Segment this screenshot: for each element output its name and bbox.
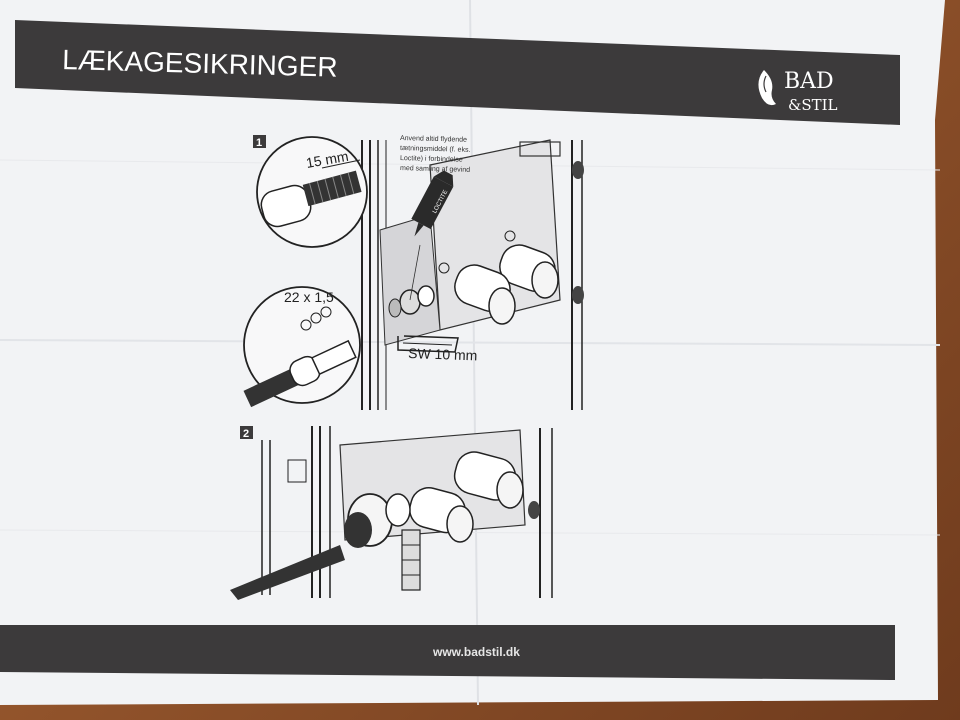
step-1-number: 1 — [256, 137, 262, 149]
step-2-badge — [240, 426, 253, 439]
loctite-note: Anvend altid flydende tætningsmiddel (f.… — [400, 135, 471, 174]
step-2-number: 2 — [243, 428, 249, 440]
thread-length-label: 15 mm — [305, 148, 350, 171]
hex-key-tool: SW 10 mm — [397, 335, 478, 363]
hex-key-size: SW 10 mm — [408, 345, 478, 363]
footer-url[interactable]: www.badstil.dk — [432, 645, 520, 659]
svg-text:Loctite) i forbindelse: Loctite) i forbindelse — [400, 155, 463, 164]
paper-sheet — [0, 0, 945, 705]
footer-band — [0, 625, 895, 680]
svg-text:Anvend altid flydende: Anvend altid flydende — [400, 135, 467, 144]
logo-line-2: &STIL — [788, 96, 838, 114]
pipe-size-label: 22 x 1,5 — [284, 289, 334, 305]
header-title: LÆKAGESIKRINGER — [62, 44, 338, 83]
detail-circle-top: 15 mm — [256, 136, 368, 248]
svg-text:tætningsmiddel (f. eks.: tætningsmiddel (f. eks. — [400, 145, 471, 154]
detail-circle-bottom: 22 x 1,5 — [243, 286, 361, 408]
step-1-badge — [253, 135, 266, 148]
logo-line-1: BAD — [784, 69, 834, 94]
bad-stil-logo: BAD &STIL — [758, 69, 838, 114]
step-1-illustration: 1 LOCTITE — [243, 135, 584, 410]
step-2-illustration: 2 — [230, 426, 553, 600]
header-band — [15, 20, 900, 125]
shell-icon — [758, 70, 776, 106]
svg-text:med samling af gevind: med samling af gevind — [400, 165, 470, 174]
